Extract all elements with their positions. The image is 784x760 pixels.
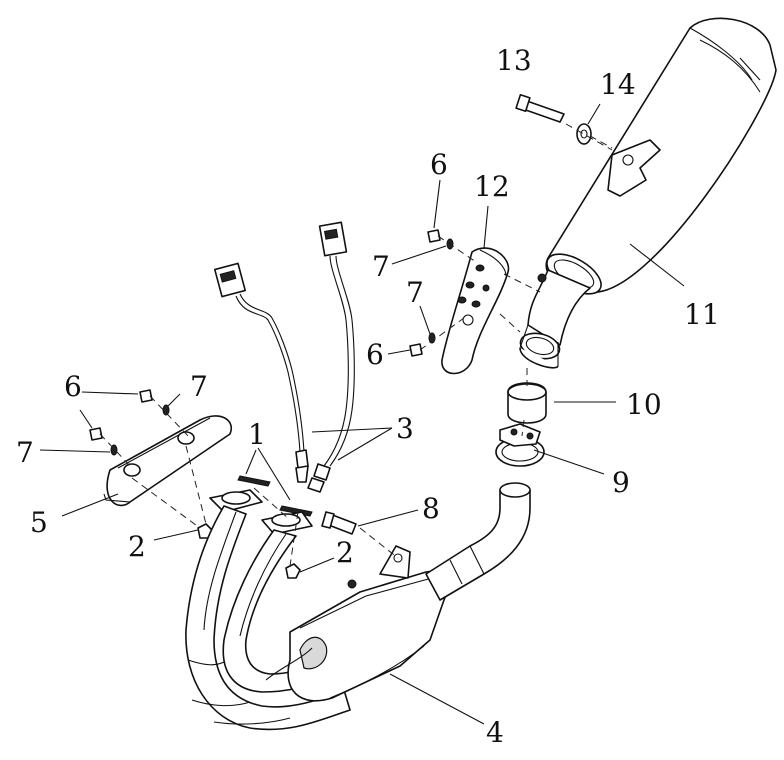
clamp-part-9	[495, 423, 545, 467]
assembly-lines	[99, 123, 613, 567]
callout-11: 11	[684, 298, 720, 331]
front-shield-part-5	[103, 415, 233, 507]
callout-4: 4	[486, 716, 504, 749]
washer-part-14	[576, 123, 592, 145]
o2-sensor-part-3	[213, 221, 355, 493]
header-assembly-part-4	[185, 482, 531, 731]
callout-9: 9	[612, 466, 630, 499]
callout-6-left: 6	[64, 370, 82, 403]
callout-5: 5	[30, 506, 48, 539]
callout-7-upper: 7	[372, 250, 390, 283]
leader-lines	[39, 103, 685, 725]
bolt-part-13	[515, 93, 565, 123]
callout-10: 10	[626, 388, 662, 421]
callout-8: 8	[422, 492, 440, 525]
callout-7-left: 7	[16, 436, 34, 469]
small-bolts-part-6	[89, 229, 441, 441]
callout-6-mid: 6	[366, 338, 384, 371]
heat-shield-part-12	[441, 247, 510, 375]
callout-14: 14	[600, 68, 636, 101]
bolt-part-8	[321, 511, 357, 535]
callout-2-left: 2	[128, 530, 146, 563]
muffler-part-11	[519, 17, 777, 369]
callout-6-upper: 6	[430, 148, 448, 181]
callout-7-mid: 7	[406, 276, 424, 309]
callout-13: 13	[496, 44, 532, 77]
callout-2-right: 2	[336, 536, 354, 569]
gasket-part-10	[507, 382, 547, 424]
callout-1: 1	[248, 418, 266, 451]
nuts-part-2	[197, 523, 301, 579]
callout-12: 12	[474, 170, 510, 203]
callout-3: 3	[396, 412, 414, 445]
callout-7-left-upper: 7	[190, 370, 208, 403]
callouts: 13 14 6 12 7 7 6 11 6 7 7 1 3 10 9 5 8 2…	[16, 44, 720, 749]
